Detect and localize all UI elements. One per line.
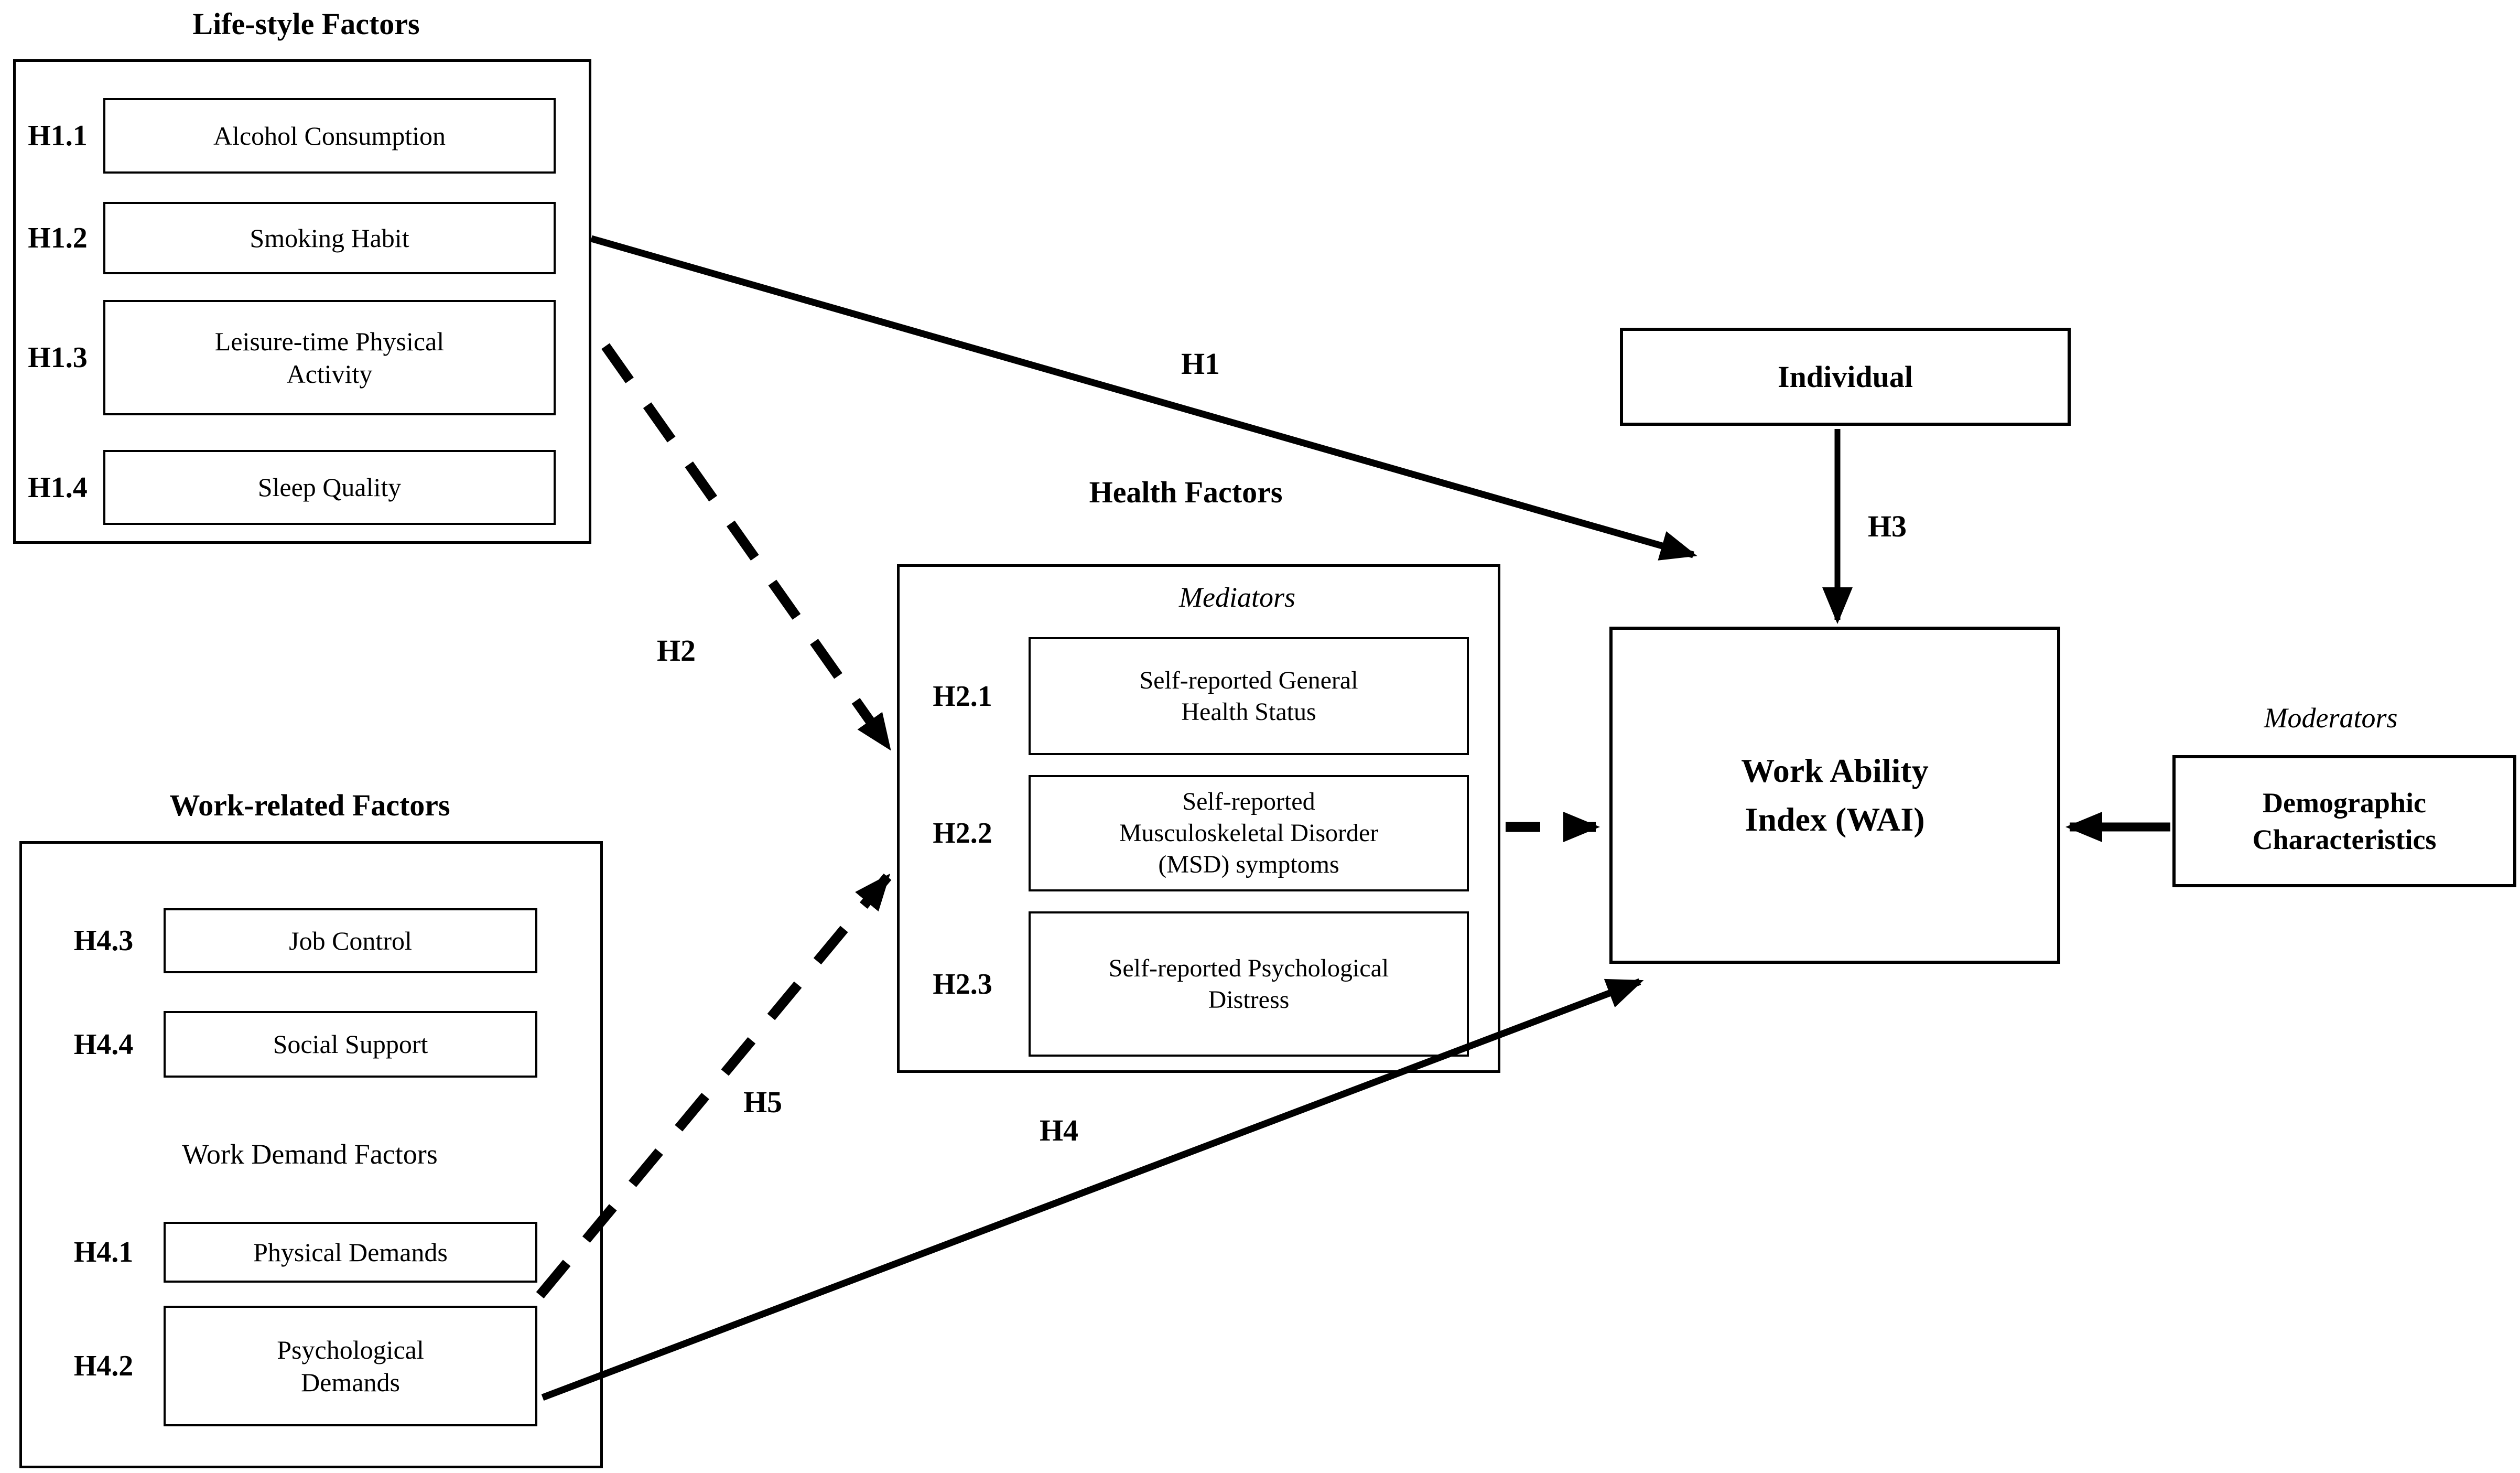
item-label: Social Support: [273, 1029, 428, 1059]
item-label: Psychological Demands: [277, 1335, 424, 1397]
item-label: Physical Demands: [253, 1237, 448, 1267]
health-group-title: Health Factors: [1089, 475, 1283, 509]
mediators-subtitle: Mediators: [1179, 582, 1295, 613]
item-label: Self-reported Psychological Distress: [1108, 954, 1389, 1014]
item-label: Sleep Quality: [257, 472, 402, 502]
item-label: Self-reported General Health Status: [1139, 666, 1358, 726]
tag-h4-4: H4.4: [73, 1028, 134, 1061]
tag-h1-1: H1.1: [28, 120, 88, 152]
item-label: Alcohol Consumption: [213, 121, 446, 150]
item-social-support: Social Support: [164, 1011, 537, 1078]
work-demand-title: Work Demand Factors: [182, 1138, 438, 1170]
tag-h2-1: H2.1: [933, 680, 992, 713]
tag-h1-4: H1.4: [28, 471, 88, 504]
arrow-label-h4: H4: [1039, 1113, 1079, 1147]
item-physical-demands: Physical Demands: [164, 1222, 537, 1283]
item-label: Self-reported Musculoskeletal Disorder (…: [1119, 788, 1379, 878]
item-psychological-distress: Self-reported Psychological Distress: [1029, 911, 1469, 1057]
individual-label: Individual: [1778, 360, 1913, 394]
work-group-title: Work-related Factors: [169, 788, 450, 822]
tag-h1-2: H1.2: [28, 222, 88, 254]
tag-h4-1: H4.1: [73, 1236, 134, 1268]
item-leisure-time-physical-activity: Leisure-time Physical Activity: [103, 300, 556, 415]
item-general-health-status: Self-reported General Health Status: [1029, 637, 1469, 755]
item-sleep-quality: Sleep Quality: [103, 450, 556, 525]
tag-h2-2: H2.2: [933, 817, 992, 850]
arrow-label-h2: H2: [656, 633, 696, 668]
item-job-control: Job Control: [164, 908, 537, 973]
demographic-characteristics-label: Demographic Characteristics: [2252, 787, 2437, 855]
tag-h2-3: H2.3: [933, 967, 992, 1001]
tag-h4-3: H4.3: [73, 924, 134, 957]
individual-box: Individual: [1620, 328, 2071, 426]
moderators-subtitle: Moderators: [2264, 702, 2398, 734]
item-psychological-demands: Psychological Demands: [164, 1306, 537, 1426]
arrow-label-h3: H3: [1867, 509, 1907, 543]
demographic-characteristics-box: Demographic Characteristics: [2172, 755, 2516, 887]
arrow-h2: [601, 343, 893, 751]
tag-h4-2: H4.2: [73, 1350, 134, 1382]
item-msd-symptoms: Self-reported Musculoskeletal Disorder (…: [1029, 775, 1469, 891]
item-smoking-habit: Smoking Habit: [103, 202, 556, 274]
arrow-label-h1: H1: [1181, 347, 1220, 381]
arrow-label-h5: H5: [743, 1085, 783, 1119]
wai-box: Work Ability Index (WAI): [1609, 627, 2060, 964]
item-label: Job Control: [289, 926, 412, 955]
wai-label: Work Ability Index (WAI): [1741, 751, 1929, 838]
item-alcohol-consumption: Alcohol Consumption: [103, 98, 556, 174]
lifestyle-group-title: Life-style Factors: [192, 7, 420, 41]
item-label: Leisure-time Physical Activity: [214, 326, 445, 389]
tag-h1-3: H1.3: [28, 341, 88, 374]
item-label: Smoking Habit: [250, 223, 409, 253]
